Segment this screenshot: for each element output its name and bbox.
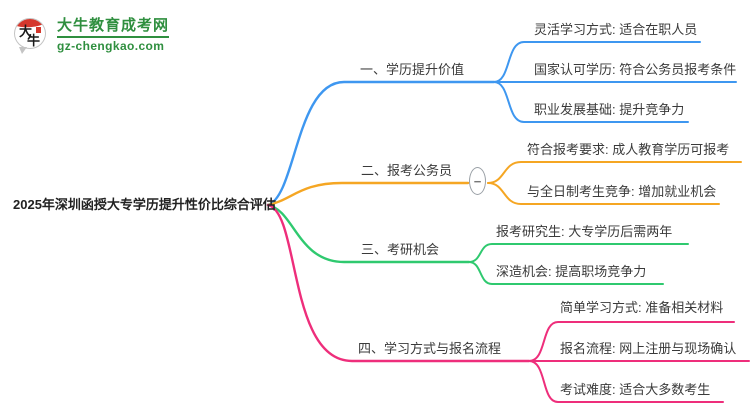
- brand-divider: [57, 36, 170, 38]
- branch-4-child-1[interactable]: 简单学习方式: 准备相关材料: [560, 300, 724, 315]
- branch-1-label[interactable]: 一、学历提升价值: [360, 62, 465, 77]
- branch-4-child-3[interactable]: 考试难度: 适合大多数考生: [560, 382, 711, 397]
- root-topic[interactable]: 2025年深圳函授大专学历提升性价比综合评估: [13, 197, 276, 212]
- branch-3-child-2[interactable]: 深造机会: 提高职场竞争力: [496, 264, 647, 279]
- branch-2-lines: [266, 161, 742, 207]
- branch-4-lines: [266, 203, 750, 403]
- branch-2-child-1[interactable]: 符合报考要求: 成人教育学历可报考: [527, 142, 730, 157]
- logo-char-bottom: 牛: [27, 32, 41, 48]
- branch-2-child-2[interactable]: 与全日制考生竞争: 增加就业机会: [527, 184, 717, 199]
- logo-speech-tail: [19, 46, 27, 54]
- brand-domain: gz-chengkao.com: [57, 39, 165, 53]
- branch-3-label[interactable]: 三、考研机会: [361, 242, 440, 257]
- logo-bull-icon: 大 牛: [14, 16, 50, 54]
- site-logo[interactable]: 大 牛 大牛教育成考网 gz-chengkao.com: [14, 14, 170, 54]
- logo-seal: [36, 26, 41, 33]
- branch-4-label[interactable]: 四、学习方式与报名流程: [358, 341, 502, 356]
- branch-1-child-2[interactable]: 国家认可学历: 符合公务员报考条件: [534, 62, 737, 77]
- branch-1-child-1[interactable]: 灵活学习方式: 适合在职人员: [534, 22, 698, 37]
- branch-1-child-3[interactable]: 职业发展基础: 提升竞争力: [534, 102, 685, 117]
- branch-4-child-2[interactable]: 报名流程: 网上注册与现场确认: [560, 341, 737, 356]
- branch-3-child-1[interactable]: 报考研究生: 大专学历后需两年: [496, 224, 673, 239]
- collapse-toggle-button[interactable]: −: [469, 167, 486, 195]
- brand-name: 大牛教育成考网: [57, 17, 170, 34]
- branch-1-lines: [266, 41, 737, 207]
- logo-char-top: 大: [19, 23, 33, 39]
- branch-3-lines: [266, 203, 689, 285]
- branch-2-label[interactable]: 二、报考公务员: [361, 163, 453, 178]
